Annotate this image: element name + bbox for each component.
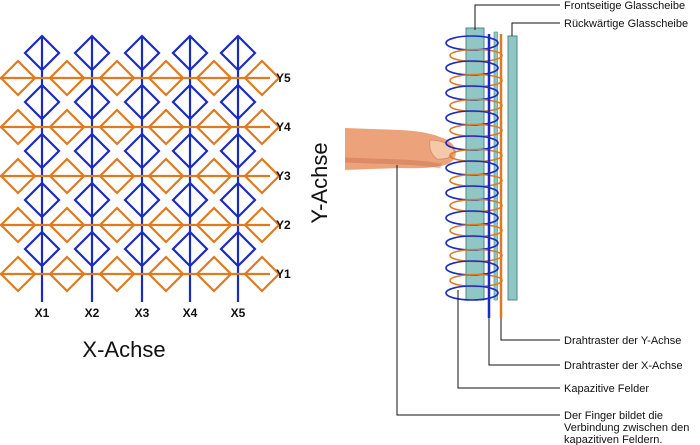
y-diamond xyxy=(98,59,136,97)
y-axis-diamond-grid xyxy=(0,59,281,293)
finger-image xyxy=(344,128,456,170)
x-diamond xyxy=(171,83,209,121)
y-label-4: Y4 xyxy=(276,120,291,134)
x-diamond xyxy=(171,34,209,72)
finger-shade xyxy=(344,157,442,169)
x-diamond xyxy=(219,83,257,121)
y-label-1: Y1 xyxy=(276,267,291,281)
y-label-5: Y5 xyxy=(276,71,291,85)
leader-back-glass xyxy=(511,22,560,36)
y-diamond xyxy=(0,108,37,146)
label-x-wire-grid: Drahtraster der X-Achse xyxy=(564,360,683,372)
x-diamond xyxy=(171,181,209,219)
y-axis-title: Y-Achse xyxy=(307,142,332,223)
x-label-3: X3 xyxy=(135,306,150,320)
y-diamond xyxy=(243,108,281,146)
x-diamond xyxy=(171,132,209,170)
y-diamond xyxy=(0,206,37,244)
y-diamond xyxy=(48,59,86,97)
y-diamond xyxy=(147,59,185,97)
label-finger-note-1: Der Finger bildet die xyxy=(564,410,663,422)
y-diamond xyxy=(0,157,37,195)
y-diamond xyxy=(195,206,233,244)
y-diamond xyxy=(0,59,37,97)
y-diamond xyxy=(243,157,281,195)
y-diamond xyxy=(48,255,86,293)
y-diamond xyxy=(98,108,136,146)
finger-body xyxy=(345,128,456,170)
x-diamond xyxy=(23,230,61,268)
back-glass-pane xyxy=(507,35,518,301)
x-diamond xyxy=(219,230,257,268)
x-diamond xyxy=(123,230,161,268)
y-diamond xyxy=(147,206,185,244)
y-diamond xyxy=(98,255,136,293)
label-back-glass: Rückwärtige Glasscheibe xyxy=(564,18,688,30)
x-axis-diamond-grid xyxy=(23,34,257,302)
label-finger-note-2: Verbindung zwischen den xyxy=(564,422,689,434)
y-diamond xyxy=(243,206,281,244)
leader-finger xyxy=(396,165,560,416)
capacitive-field-loops xyxy=(445,35,503,301)
x-label-5: X5 xyxy=(231,306,246,320)
x-diamond xyxy=(123,34,161,72)
y-diamond xyxy=(48,206,86,244)
y-diamond xyxy=(98,157,136,195)
y-diamond xyxy=(147,255,185,293)
x-diamond xyxy=(23,83,61,121)
x-label-1: X1 xyxy=(35,306,50,320)
leader-capacitive-fields xyxy=(457,290,560,389)
y-diamond xyxy=(243,255,281,293)
x-label-4: X4 xyxy=(183,306,198,320)
x-diamond xyxy=(171,230,209,268)
y-diamond xyxy=(195,59,233,97)
y-diamond xyxy=(0,255,37,293)
x-diamond xyxy=(23,132,61,170)
x-diamond xyxy=(219,181,257,219)
x-diamond xyxy=(219,34,257,72)
x-diamond xyxy=(73,83,111,121)
x-axis-title: X-Achse xyxy=(82,337,165,362)
x-diamond xyxy=(73,132,111,170)
y-diamond xyxy=(195,157,233,195)
label-y-wire-grid: Drahtraster der Y-Achse xyxy=(564,335,681,347)
y-label-2: Y2 xyxy=(276,218,291,232)
x-diamond xyxy=(123,181,161,219)
y-diamond xyxy=(48,108,86,146)
x-diamond xyxy=(73,34,111,72)
y-axis-labels: Y5 Y4 Y3 Y2 Y1 xyxy=(276,71,291,281)
x-diamond xyxy=(73,181,111,219)
label-capacitive-fields: Kapazitive Felder xyxy=(564,383,649,395)
x-diamond xyxy=(123,132,161,170)
front-glass-pane xyxy=(465,27,485,301)
label-finger-note-3: kapazitiven Feldern. xyxy=(564,434,662,445)
leader-front-glass xyxy=(474,4,560,30)
x-label-2: X2 xyxy=(85,306,100,320)
leader-y-wire xyxy=(500,318,560,341)
y-diamond xyxy=(195,255,233,293)
x-diamond xyxy=(123,83,161,121)
x-diamond xyxy=(23,181,61,219)
x-diamond xyxy=(73,230,111,268)
x-field-loop xyxy=(445,285,499,301)
x-axis-labels: X1 X2 X3 X4 X5 xyxy=(35,306,246,320)
y-diamond xyxy=(147,108,185,146)
y-diamond xyxy=(98,206,136,244)
x-diamond xyxy=(23,34,61,72)
y-diamond xyxy=(243,59,281,97)
leader-x-wire xyxy=(488,318,560,366)
y-diamond xyxy=(147,157,185,195)
x-diamond xyxy=(219,132,257,170)
y-label-3: Y3 xyxy=(276,169,291,183)
y-diamond xyxy=(48,157,86,195)
y-diamond xyxy=(195,108,233,146)
label-front-glass: Frontseitige Glasscheibe xyxy=(564,0,685,12)
